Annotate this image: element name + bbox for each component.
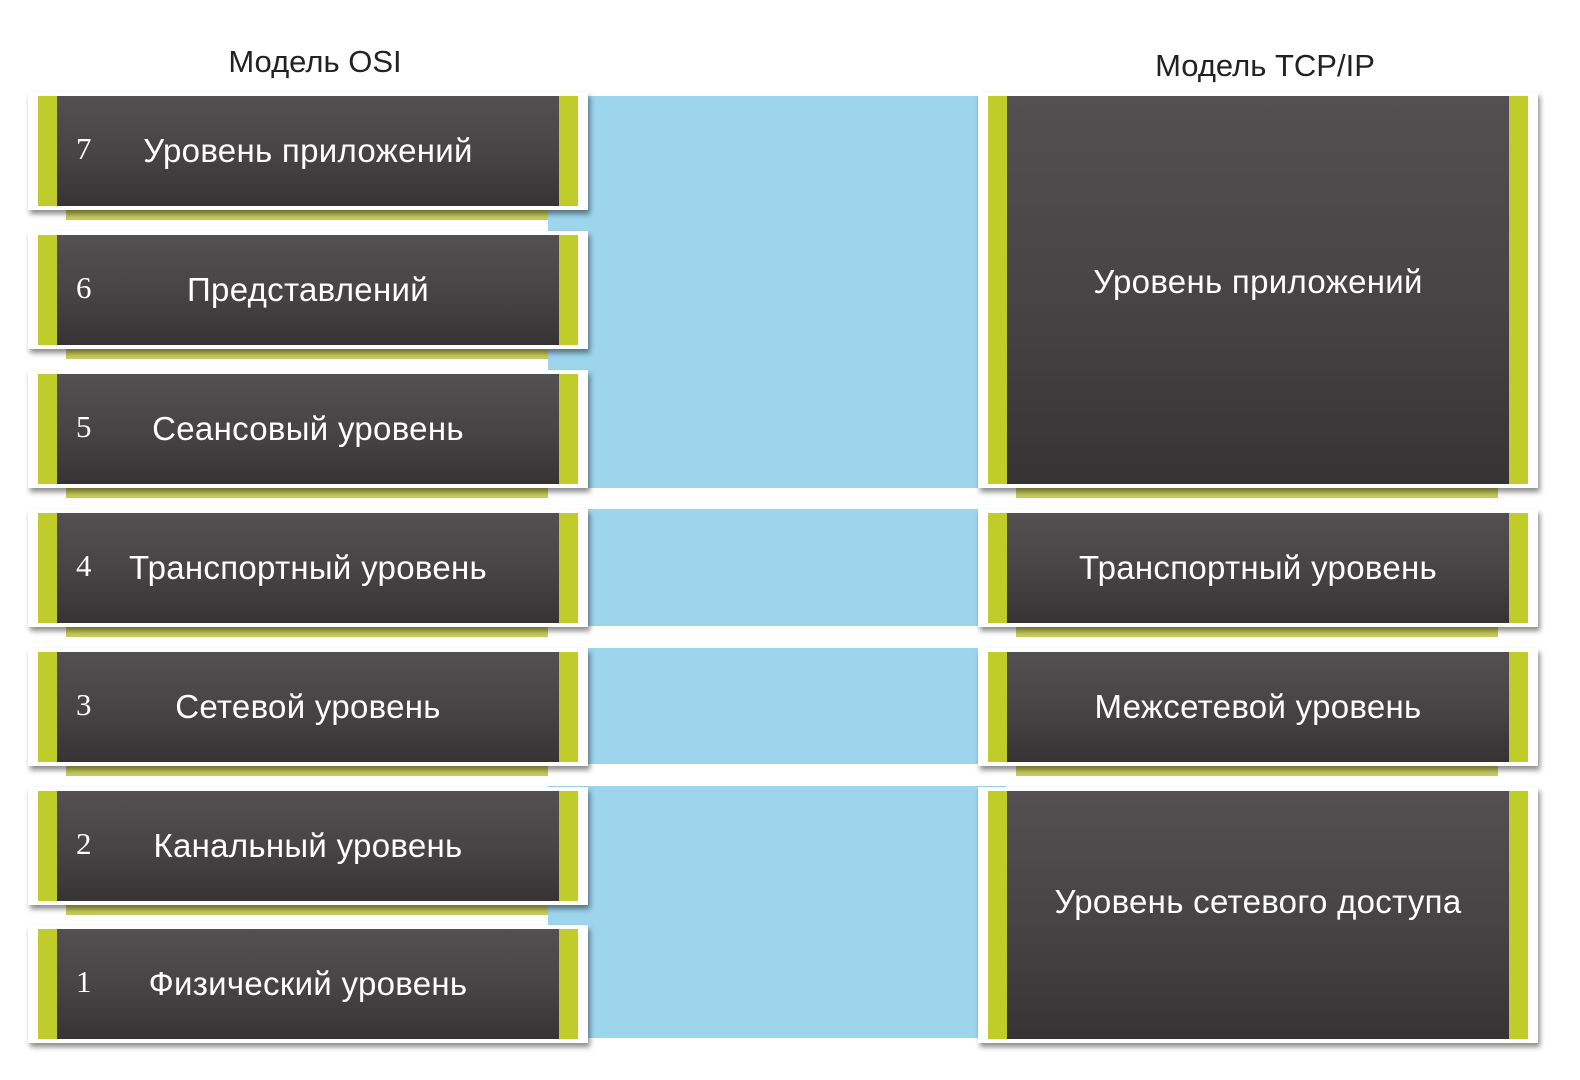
tcpip-layer-internet: Межсетевой уровень bbox=[978, 648, 1538, 766]
layer-name: Уровень приложений bbox=[1093, 263, 1423, 301]
accent-stripe bbox=[38, 929, 57, 1039]
accent-stripe bbox=[559, 652, 578, 762]
mapping-band-application bbox=[548, 96, 1006, 488]
accent-stripe bbox=[1509, 652, 1528, 762]
tcpip-model-title: Модель TCP/IP bbox=[1155, 48, 1375, 83]
accent-stripe bbox=[559, 929, 578, 1039]
tcpip-layer-application: Уровень приложений bbox=[978, 92, 1538, 488]
mapping-band-network-access bbox=[548, 786, 1006, 1038]
accent-stripe bbox=[559, 96, 578, 206]
layer-fill bbox=[57, 96, 559, 206]
osi-strip bbox=[66, 766, 548, 776]
accent-stripe bbox=[38, 374, 57, 484]
layer-name: Представлений bbox=[187, 271, 429, 308]
accent-stripe bbox=[38, 96, 57, 206]
accent-stripe bbox=[38, 513, 57, 623]
accent-stripe bbox=[559, 791, 578, 901]
layer-name: Физический уровень bbox=[148, 965, 468, 1002]
osi-strip bbox=[66, 488, 548, 498]
accent-stripe bbox=[559, 513, 578, 623]
layer-number: 6 bbox=[76, 270, 92, 306]
osi-layer-5: 5 Сеансовый уровень bbox=[28, 370, 588, 488]
osi-model-title: Модель OSI bbox=[228, 44, 402, 79]
accent-stripe bbox=[38, 235, 57, 345]
osi-strip bbox=[66, 905, 548, 915]
mapping-band-transport bbox=[548, 509, 1006, 626]
accent-stripe bbox=[559, 235, 578, 345]
mapping-band-internet bbox=[548, 648, 1006, 764]
layer-fill bbox=[1007, 513, 1509, 623]
layer-name: Сеансовый уровень bbox=[152, 410, 464, 447]
layer-number: 4 bbox=[76, 548, 92, 584]
accent-stripe bbox=[988, 513, 1007, 623]
accent-stripe bbox=[38, 791, 57, 901]
layer-name: Сетевой уровень bbox=[175, 688, 441, 725]
layer-number: 3 bbox=[76, 687, 92, 723]
tcpip-layer-network-access: Уровень сетевого доступа bbox=[978, 787, 1538, 1043]
accent-stripe bbox=[1509, 96, 1528, 484]
tcpip-strip bbox=[1016, 488, 1498, 498]
layer-number: 7 bbox=[76, 131, 92, 167]
tcpip-strip bbox=[1016, 627, 1498, 637]
layer-name: Уровень сетевого доступа bbox=[1054, 883, 1462, 921]
osi-strip bbox=[66, 627, 548, 637]
osi-strip bbox=[66, 210, 548, 220]
osi-layer-3: 3 Сетевой уровень bbox=[28, 648, 588, 766]
accent-stripe bbox=[559, 374, 578, 484]
layer-fill bbox=[1007, 791, 1509, 1039]
osi-layer-1: 1 Физический уровень bbox=[28, 925, 588, 1043]
accent-stripe bbox=[38, 652, 57, 762]
layer-fill bbox=[57, 513, 559, 623]
layer-number: 2 bbox=[76, 826, 92, 862]
osi-layer-4: 4 Транспортный уровень bbox=[28, 509, 588, 627]
layer-fill bbox=[57, 929, 559, 1039]
accent-stripe bbox=[1509, 791, 1528, 1039]
osi-strip bbox=[66, 349, 548, 359]
layer-fill bbox=[57, 791, 559, 901]
layer-name: Уровень приложений bbox=[143, 132, 473, 169]
tcpip-layer-transport: Транспортный уровень bbox=[978, 509, 1538, 627]
accent-stripe bbox=[988, 791, 1007, 1039]
osi-layer-7: 7 Уровень приложений bbox=[28, 92, 588, 210]
layer-number: 1 bbox=[76, 964, 92, 1000]
osi-layer-6: 6 Представлений bbox=[28, 231, 588, 349]
layer-name: Канальный уровень bbox=[153, 827, 463, 864]
layer-name: Межсетевой уровень bbox=[1094, 688, 1422, 725]
accent-stripe bbox=[988, 652, 1007, 762]
tcpip-strip bbox=[1016, 766, 1498, 776]
layer-name: Транспортный уровень bbox=[128, 549, 487, 586]
layer-fill bbox=[1007, 652, 1509, 762]
layer-fill bbox=[57, 235, 559, 345]
accent-stripe bbox=[988, 96, 1007, 484]
accent-stripe bbox=[1509, 513, 1528, 623]
layer-fill bbox=[1007, 96, 1509, 484]
layer-fill bbox=[57, 652, 559, 762]
layer-fill bbox=[57, 374, 559, 484]
layer-number: 5 bbox=[76, 409, 92, 445]
osi-layer-2: 2 Канальный уровень bbox=[28, 787, 588, 905]
layer-name: Транспортный уровень bbox=[1078, 549, 1437, 586]
